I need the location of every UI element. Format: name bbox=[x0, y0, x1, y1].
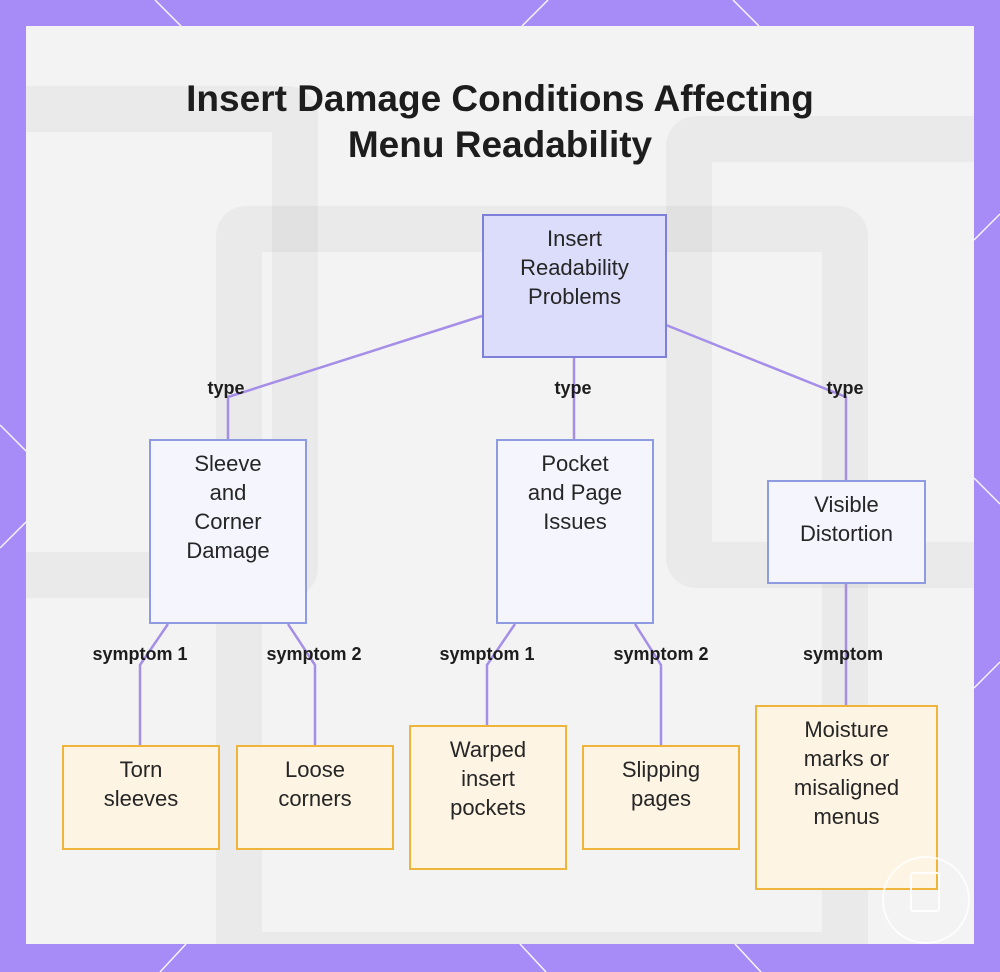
node-text: Pocket bbox=[541, 451, 609, 476]
node-text: Problems bbox=[528, 284, 621, 309]
document-badge-icon bbox=[882, 856, 970, 944]
edge-label-symptom-1: symptom 1 bbox=[439, 644, 535, 664]
edge-label-type: type bbox=[826, 378, 864, 398]
node-text: Readability bbox=[520, 255, 629, 280]
edge-label-symptom-2: symptom 2 bbox=[266, 644, 362, 664]
node-pocket-page-issues: Pocket and Page Issues bbox=[496, 439, 654, 624]
title-line-1: Insert Damage Conditions Affecting bbox=[186, 78, 814, 119]
node-text: menus bbox=[813, 804, 880, 829]
node-warped-insert-pockets: Warped insert pockets bbox=[409, 725, 567, 870]
title-line-2: Menu Readability bbox=[347, 124, 653, 165]
node-sleeve-corner-damage: Sleeve and Corner Damage bbox=[149, 439, 307, 624]
node-text: Visible bbox=[814, 492, 879, 517]
node-text: insert bbox=[461, 766, 515, 791]
node-text: and Page bbox=[527, 480, 623, 505]
edge-sleeve-loose bbox=[286, 623, 317, 745]
node-text: and bbox=[209, 480, 247, 505]
edge-label-symptom: symptom bbox=[802, 644, 884, 664]
node-text: Torn bbox=[119, 757, 163, 782]
node-text: Sleeve bbox=[194, 451, 262, 476]
node-text: corners bbox=[278, 786, 352, 811]
edge-label-type: type bbox=[554, 378, 592, 398]
node-text: sleeves bbox=[103, 786, 179, 811]
node-text: Insert bbox=[546, 226, 603, 251]
edge-label-symptom-1: symptom 1 bbox=[92, 644, 188, 664]
diagram-title: Insert Damage Conditions Affecting Menu … bbox=[0, 76, 1000, 168]
node-text: pockets bbox=[450, 795, 526, 820]
edge-sleeve-torn bbox=[138, 623, 170, 745]
edge-label-symptom-2: symptom 2 bbox=[613, 644, 709, 664]
node-text: misaligned bbox=[793, 775, 900, 800]
node-text: Corner bbox=[194, 509, 262, 534]
edge-pocket-slipping bbox=[633, 623, 663, 745]
node-text: Damage bbox=[186, 538, 270, 563]
node-text: pages bbox=[631, 786, 691, 811]
edge-root-distortion bbox=[665, 323, 848, 480]
edge-root-sleeve bbox=[226, 314, 483, 439]
node-text: marks or bbox=[803, 746, 890, 771]
node-text: Warped bbox=[449, 737, 527, 762]
node-text: Slipping bbox=[621, 757, 701, 782]
edge-pocket-warped bbox=[485, 623, 517, 725]
node-slipping-pages: Slipping pages bbox=[582, 745, 740, 850]
node-torn-sleeves: Torn sleeves bbox=[62, 745, 220, 850]
node-text: Loose bbox=[285, 757, 345, 782]
edge-label-type: type bbox=[207, 378, 245, 398]
node-insert-readability-problems: Insert Readability Problems bbox=[482, 214, 667, 358]
node-text: Distortion bbox=[800, 521, 893, 546]
node-loose-corners: Loose corners bbox=[236, 745, 394, 850]
node-visible-distortion: Visible Distortion bbox=[767, 480, 926, 584]
node-text: Issues bbox=[543, 509, 607, 534]
node-text: Moisture bbox=[804, 717, 889, 742]
